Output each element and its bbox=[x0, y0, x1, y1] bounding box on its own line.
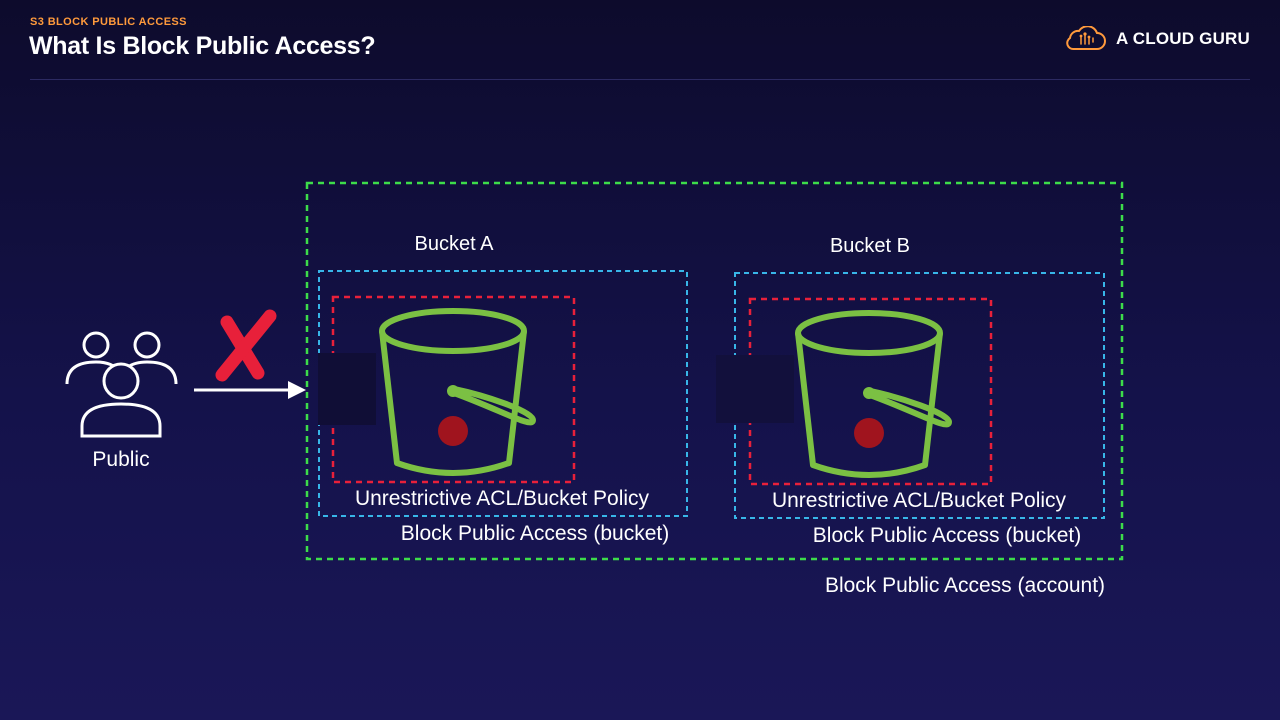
public-object-dot bbox=[854, 418, 884, 448]
account-scope-boundary bbox=[305, 181, 1124, 561]
bucket-a-name: Bucket A bbox=[415, 233, 495, 255]
red-x-icon bbox=[215, 309, 277, 382]
bucket-a-block-label: Block Public Access (bucket) bbox=[401, 522, 669, 545]
bucket-a-policy-label: Unrestrictive ACL/Bucket Policy bbox=[355, 487, 650, 510]
cloud-brain-icon bbox=[1066, 26, 1106, 51]
public-object-dot bbox=[438, 416, 468, 446]
header-divider bbox=[30, 79, 1250, 80]
bucket-b-gap-mask bbox=[716, 355, 794, 423]
bucket-a-gap-mask bbox=[318, 353, 376, 425]
s3-bucket-icon bbox=[382, 311, 533, 473]
brand-logo: A CLOUD GURU bbox=[1064, 26, 1250, 52]
account-scope-label: Block Public Access (account) bbox=[825, 574, 1105, 597]
bucket-b-block-label: Block Public Access (bucket) bbox=[813, 524, 1081, 547]
bucket-b-block-boundary bbox=[734, 272, 1105, 519]
bucket-a-group: Bucket A Unrestrictive ACL/Bucket Policy… bbox=[318, 233, 688, 545]
users-group-icon bbox=[65, 331, 178, 438]
brand-name: A CLOUD GURU bbox=[1116, 29, 1250, 48]
arrow-right-icon bbox=[194, 381, 306, 399]
section-eyebrow: S3 BLOCK PUBLIC ACCESS bbox=[30, 16, 187, 28]
bucket-b-name: Bucket B bbox=[830, 235, 910, 257]
s3-bucket-icon bbox=[798, 313, 949, 475]
bucket-a-block-boundary bbox=[318, 270, 688, 517]
page-title: What Is Block Public Access? bbox=[29, 32, 376, 60]
bucket-b-group: Bucket B Unrestrictive ACL/Bucket Policy… bbox=[716, 235, 1105, 547]
public-label: Public bbox=[92, 448, 149, 471]
bucket-b-policy-label: Unrestrictive ACL/Bucket Policy bbox=[772, 489, 1067, 512]
